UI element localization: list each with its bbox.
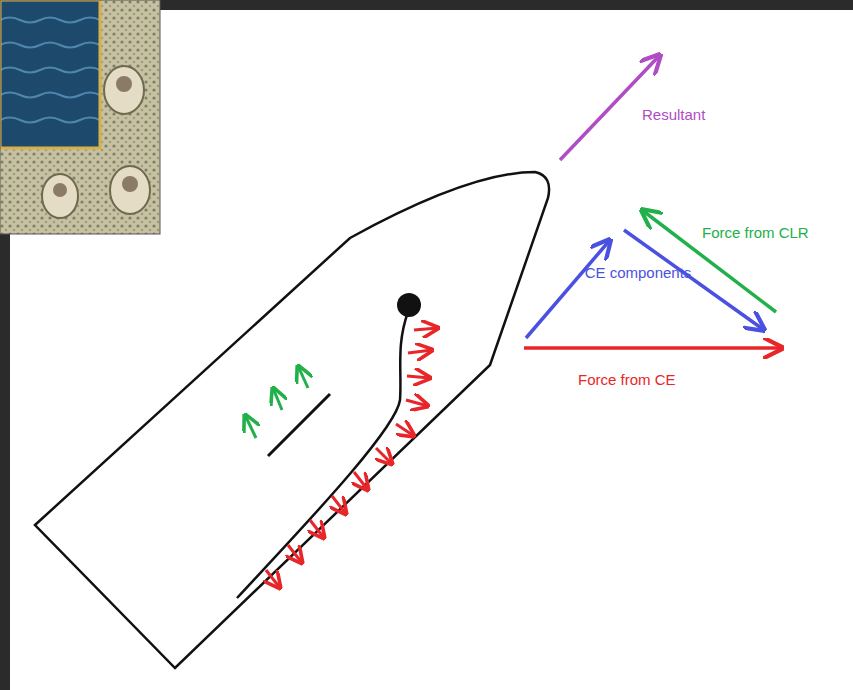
- components-label: CE components: [582, 262, 694, 284]
- hull-outline: [35, 172, 549, 668]
- keel-force-arrows: [245, 366, 308, 438]
- resultant-label: Resultant: [642, 104, 705, 126]
- ce-force-arrow: [524, 346, 782, 350]
- sail-curve: [237, 312, 408, 598]
- inset-painting: [0, 0, 160, 234]
- sail-pressure-arrows: [266, 328, 438, 588]
- mast-dot: [397, 293, 421, 317]
- keel-line: [268, 394, 330, 456]
- ce-component-arrow: [526, 240, 610, 338]
- force-label: Force from CLR: [702, 222, 809, 244]
- force-label: Force from CE: [578, 369, 676, 391]
